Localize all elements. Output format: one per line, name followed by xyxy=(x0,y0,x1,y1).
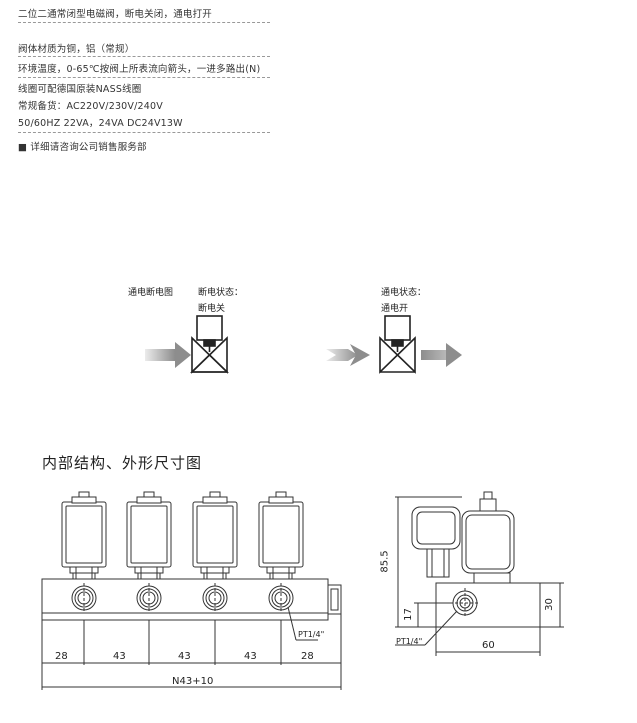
state-diagram-title: 通电断电图 xyxy=(128,288,174,298)
flow-in-arrow-off xyxy=(145,342,191,368)
dim-spacing-1: 43 xyxy=(113,651,126,662)
flow-out-arrow-on xyxy=(421,343,462,367)
divider xyxy=(18,77,270,78)
port-label-side: PT1/4" xyxy=(396,637,423,646)
on-state-value: 通电开 xyxy=(381,304,409,314)
dim-left-margin: 28 xyxy=(55,651,68,662)
spec-note: ■ 详细请咨询公司销售服务部 xyxy=(18,142,147,153)
dim-body-width: 60 xyxy=(482,640,495,651)
dim-overall-height: 85.5 xyxy=(379,550,391,573)
spec-line-2: 阀体材质为铜，铝（常规） xyxy=(18,44,135,55)
dim-spacing-2: 43 xyxy=(178,651,191,662)
valve-4 xyxy=(258,491,304,613)
off-state-value: 断电关 xyxy=(198,304,226,314)
manifold-block xyxy=(41,578,329,621)
section-title: 内部结构、外形尺寸图 xyxy=(42,454,203,472)
dim-body-height: 30 xyxy=(543,598,555,611)
valve-symbol-open xyxy=(379,315,416,374)
spec-line-5: 常规备货：AC220V/230V/240V xyxy=(18,101,163,112)
side-body xyxy=(435,582,541,628)
spec-line-6: 50/60HZ 22VA，24VA DC24V13W xyxy=(18,118,183,129)
valve-1 xyxy=(61,491,107,613)
spec-line-3: 环境温度，0-65℃按阀上所表流向箭头，一进多路出(N) xyxy=(18,64,261,75)
on-state-label: 通电状态： xyxy=(381,288,427,298)
divider xyxy=(18,56,270,57)
valve-2 xyxy=(126,491,172,613)
dim-spacing-3: 43 xyxy=(244,651,257,662)
dim-port-height: 17 xyxy=(402,608,414,621)
valve-symbol-closed xyxy=(190,315,229,374)
off-state-label: 断电状态： xyxy=(198,288,244,298)
spec-line-1: 二位二通常闭型电磁阀，断电关闭，通电打开 xyxy=(18,9,213,20)
divider xyxy=(18,132,270,133)
valve-3 xyxy=(192,491,238,613)
dim-right-margin: 28 xyxy=(301,651,314,662)
flow-in-arrow-on xyxy=(326,344,370,366)
divider xyxy=(18,22,270,23)
spec-line-4: 线圈可配德国原装NASS线圈 xyxy=(18,84,142,95)
end-fitting xyxy=(327,584,342,615)
dim-total-length: N43+10 xyxy=(172,676,214,687)
port-label-front: PT1/4" xyxy=(298,630,325,639)
